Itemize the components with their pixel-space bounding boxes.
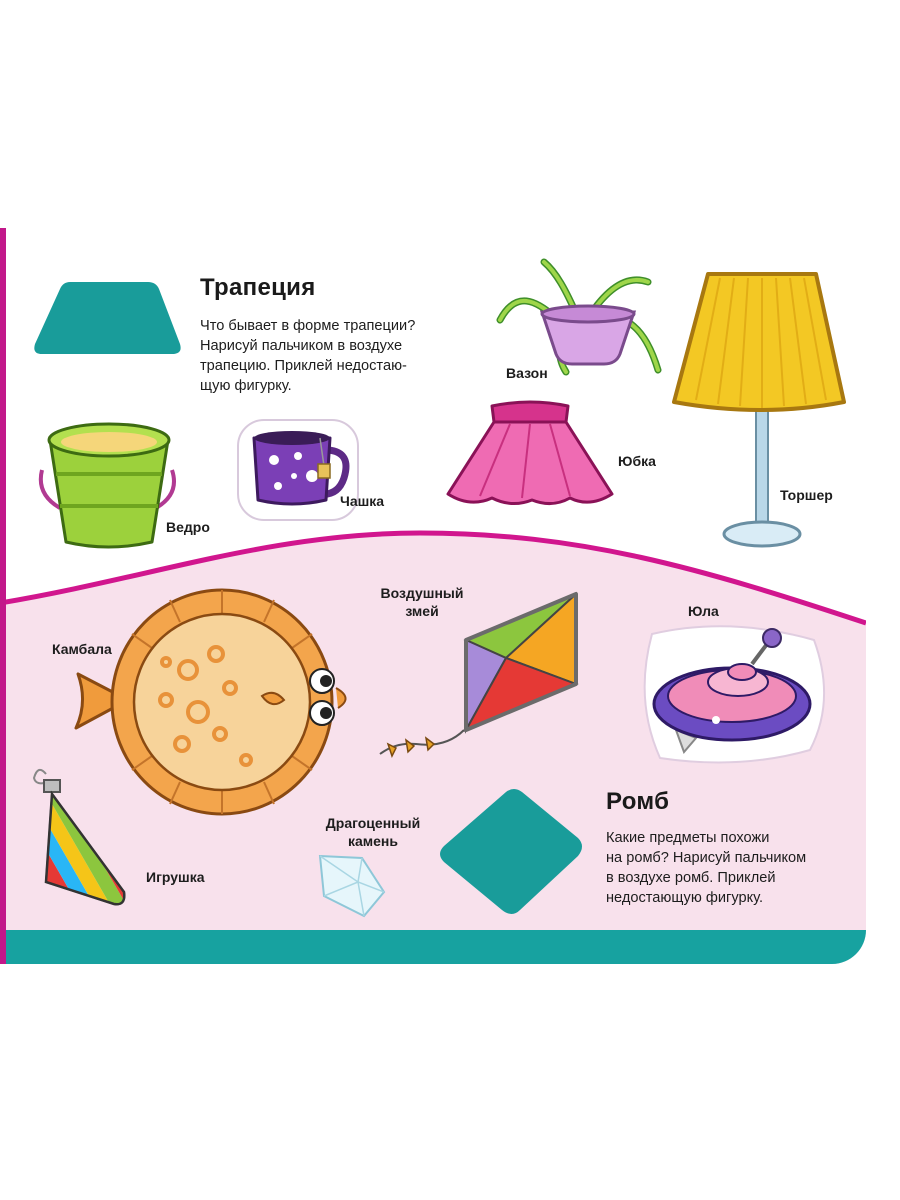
trapezoid-text-line: Нарисуй пальчиком в воздухе <box>200 338 403 354</box>
skirt-illustration <box>446 400 614 505</box>
floor-lamp-illustration <box>672 272 846 548</box>
label-lamp: Торшер <box>780 487 833 503</box>
kite-illustration <box>379 591 579 758</box>
rhombus-title: Ромб <box>606 788 670 815</box>
flounder-illustration <box>74 588 347 816</box>
book-page: Трапеция Что бывает в форме трапеции? На… <box>0 228 866 964</box>
label-kite: Воздушный змей <box>362 584 482 620</box>
trapezoid-shape <box>34 282 181 354</box>
cup-illustration <box>237 419 359 521</box>
ornament-illustration <box>32 768 126 906</box>
gem-illustration <box>318 854 386 918</box>
rhombus-text-line: Какие предметы похожи <box>606 830 770 846</box>
bucket-illustration <box>38 422 176 549</box>
label-gem: Драгоценный камень <box>310 814 436 850</box>
rhombus-text-line: в воздухе ромб. Приклей <box>606 870 776 886</box>
rhombus-shape <box>440 789 582 914</box>
label-vase: Вазон <box>506 365 548 381</box>
spinning-top-illustration <box>643 625 826 764</box>
trapezoid-instructions: Что бывает в форме трапеции? Нарисуй пал… <box>200 316 460 396</box>
rhombus-instructions: Какие предметы похожи на ромб? Нарисуй п… <box>606 828 846 908</box>
potted-plant-illustration <box>496 258 662 376</box>
page-spine <box>0 228 6 964</box>
label-ornament: Игрушка <box>146 869 205 885</box>
trapezoid-text-line: Что бывает в форме трапеции? <box>200 318 416 334</box>
trapezoid-text-line: трапецию. Приклей недостаю- <box>200 358 407 374</box>
label-gem-line: камень <box>348 833 398 849</box>
label-kite-line: Воздушный <box>380 585 464 601</box>
label-kite-line: змей <box>405 603 439 619</box>
trapezoid-title: Трапеция <box>200 274 316 301</box>
rhombus-text-line: на ромб? Нарисуй пальчиком <box>606 850 807 866</box>
rhombus-text-line: недостающую фигурку. <box>606 890 764 906</box>
label-skirt: Юбка <box>618 453 656 469</box>
label-cup: Чашка <box>340 493 385 509</box>
label-top: Юла <box>688 603 719 619</box>
label-flounder: Камбала <box>52 641 112 657</box>
label-gem-line: Драгоценный <box>325 815 421 831</box>
trapezoid-text-line: щую фигурку. <box>200 378 292 394</box>
label-bucket: Ведро <box>166 519 210 535</box>
